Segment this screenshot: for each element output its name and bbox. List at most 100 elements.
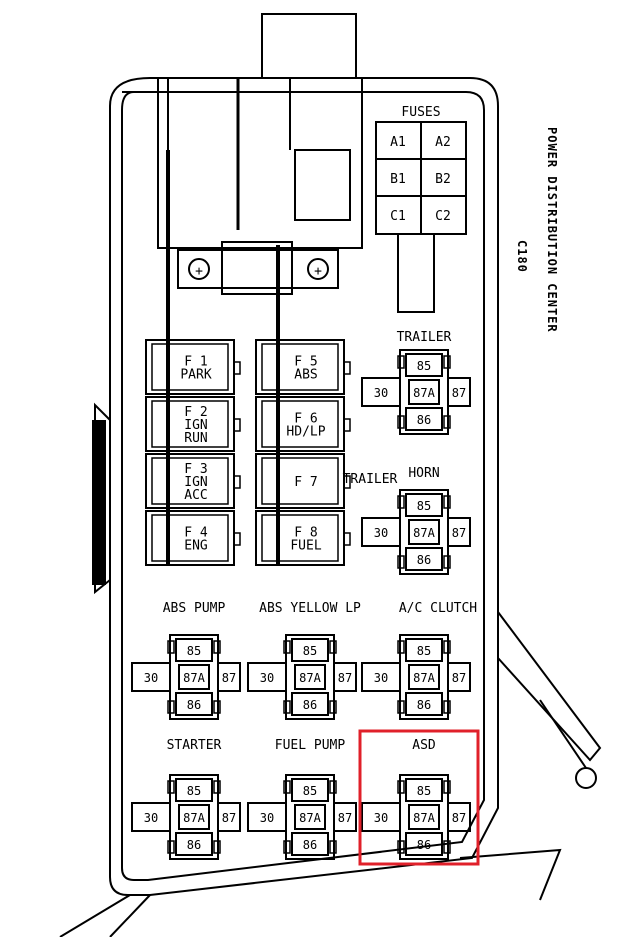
- relay-pin-85: 85: [303, 644, 317, 658]
- relay-pin-87: 87: [452, 386, 466, 400]
- fuse-label: F 2: [184, 405, 207, 420]
- fuse-cell-label: B1: [390, 172, 406, 187]
- fuse-label: ACC: [184, 488, 207, 503]
- ac-clutch-relay: A/C CLUTCH 85 86 87A 30 87: [361, 601, 477, 720]
- relay-pin-86: 86: [187, 698, 201, 712]
- relay-pin-86: 86: [303, 698, 317, 712]
- relay-pin-85: 85: [417, 784, 431, 798]
- fuse-slot: F 7: [255, 453, 351, 509]
- highlight-box: [358, 729, 480, 866]
- fuse-cell-label: C2: [435, 209, 451, 224]
- top-connector: [157, 77, 363, 340]
- trailer-relay: TRAILER 85 86 87A 30 87: [361, 330, 471, 435]
- relay-pin-87: 87: [222, 811, 236, 825]
- relay-label: FUEL PUMP: [275, 738, 346, 753]
- stud-group: ++: [188, 258, 329, 280]
- relay-pin-86: 86: [417, 553, 431, 567]
- fuse-cell-label: C1: [390, 209, 406, 224]
- side-trailer-label: TRAILER: [343, 472, 398, 487]
- relay-pin-87: 87: [452, 671, 466, 685]
- relay-pin-30: 30: [374, 526, 388, 540]
- fuse-label: F 7: [294, 475, 317, 490]
- fuse-slot: F 6HD/LP: [255, 396, 351, 452]
- relay-pin-87: 87: [452, 526, 466, 540]
- relay-pin-30: 30: [374, 671, 388, 685]
- relay-pin-85: 85: [187, 644, 201, 658]
- relay-pin-86: 86: [417, 698, 431, 712]
- stud-terminal: +: [307, 258, 329, 280]
- relay-pin-30: 30: [374, 811, 388, 825]
- relay-label: TRAILER: [397, 330, 452, 345]
- diagram-title: POWER DISTRIBUTION CENTER: [545, 127, 559, 333]
- fuse-label: IGN: [184, 418, 207, 433]
- fuse-label: FUEL: [290, 539, 321, 554]
- fuse-cell-label: A1: [390, 135, 406, 150]
- fuse-label: F 6: [294, 412, 317, 427]
- relay-pin-87a: 87A: [183, 811, 205, 825]
- relay-pin-30: 30: [374, 386, 388, 400]
- relay-pin-87a: 87A: [413, 386, 435, 400]
- stud-symbol: +: [195, 264, 203, 279]
- fuse-cell-label: B2: [435, 172, 451, 187]
- relay-label: A/C CLUTCH: [399, 601, 477, 616]
- relay-pin-87: 87: [338, 811, 352, 825]
- side-latch-bar: [92, 420, 106, 585]
- relay-pin-85: 85: [303, 784, 317, 798]
- connector-label: C180: [515, 240, 529, 273]
- relay-pin-85: 85: [187, 784, 201, 798]
- relay-label: ABS PUMP: [163, 601, 226, 616]
- fuse-cell-label: A2: [435, 135, 451, 150]
- relay-pin-87: 87: [452, 811, 466, 825]
- fuse-label: IGN: [184, 475, 207, 490]
- relay-label: STARTER: [167, 738, 222, 753]
- relay-pin-87a: 87A: [413, 526, 435, 540]
- relay-pin-30: 30: [144, 671, 158, 685]
- relay-pin-87a: 87A: [183, 671, 205, 685]
- fuse-label: F 3: [184, 462, 207, 477]
- starter-relay: STARTER 85 86 87A 30 87: [131, 738, 241, 860]
- fuse-label: RUN: [184, 431, 207, 446]
- relay-pin-30: 30: [260, 811, 274, 825]
- relay-pin-86: 86: [187, 838, 201, 852]
- relay-pin-86: 86: [303, 838, 317, 852]
- relay-label: HORN: [408, 466, 439, 481]
- relay-pin-30: 30: [260, 671, 274, 685]
- fuse-label: F 4: [184, 526, 208, 541]
- relay-pin-85: 85: [417, 499, 431, 513]
- relay-pin-30: 30: [144, 811, 158, 825]
- relay-pin-86: 86: [417, 413, 431, 427]
- stud-terminal: +: [188, 258, 210, 280]
- relay-pin-85: 85: [417, 359, 431, 373]
- relay-pin-87a: 87A: [299, 811, 321, 825]
- fuse-label: F 8: [294, 526, 317, 541]
- relay-label: ASD: [412, 738, 436, 753]
- relay-pin-85: 85: [417, 644, 431, 658]
- relay-pin-87a: 87A: [413, 671, 435, 685]
- relay-pin-87a: 87A: [299, 671, 321, 685]
- abs-pump-relay: ABS PUMP 85 86 87A 30 87: [131, 601, 241, 720]
- relay-pin-87: 87: [338, 671, 352, 685]
- fuse-label: ENG: [184, 539, 208, 554]
- fuse-label: F 5: [294, 355, 317, 370]
- fuse-label: PARK: [180, 368, 211, 383]
- abs-yellow-lp-relay: ABS YELLOW LP 85 86 87A 30 87: [247, 601, 361, 720]
- relay-pin-86: 86: [417, 838, 431, 852]
- horn-relay: HORN 85 86 87A 30 87: [361, 466, 471, 575]
- relay-label: ABS YELLOW LP: [259, 601, 361, 616]
- housing: [59, 13, 602, 937]
- fuse-label: F 1: [184, 355, 207, 370]
- relay-pin-87a: 87A: [413, 811, 435, 825]
- stud-symbol: +: [314, 264, 322, 279]
- relay-pin-87: 87: [222, 671, 236, 685]
